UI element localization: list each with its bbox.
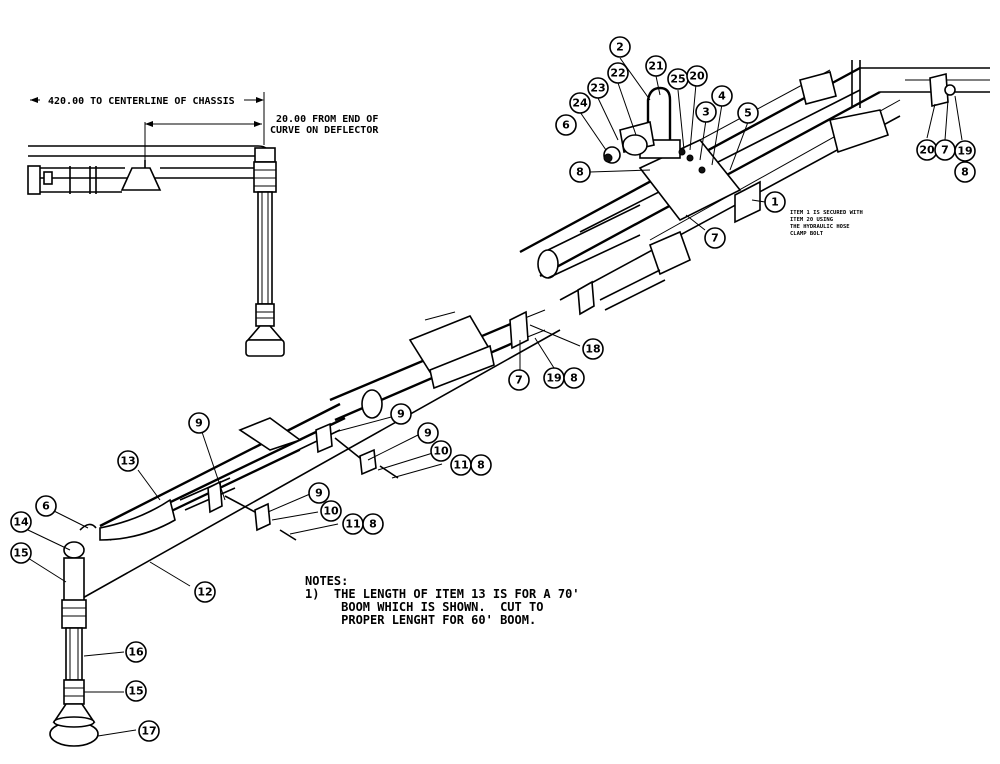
callout-7: 7 (934, 139, 956, 161)
svg-text:11: 11 (453, 459, 468, 472)
callout-14: 14 (10, 511, 32, 533)
svg-text:5: 5 (744, 107, 752, 120)
notes-block: NOTES: 1) THE LENGTH OF ITEM 13 IS FOR A… (305, 575, 580, 627)
callout-11: 11 (342, 513, 364, 535)
callout-2: 2 (609, 36, 631, 58)
callout-9: 9 (308, 482, 330, 504)
svg-text:23: 23 (590, 82, 605, 95)
callout-10: 10 (320, 500, 342, 522)
callout-1: 1 (764, 191, 786, 213)
svg-text:19: 19 (546, 372, 561, 385)
callout-15: 15 (10, 542, 32, 564)
callout-3: 3 (695, 101, 717, 123)
svg-text:4: 4 (718, 90, 726, 103)
callout-10: 10 (430, 440, 452, 462)
callout-20: 20 (916, 139, 938, 161)
callout-4: 4 (711, 85, 733, 107)
svg-text:11: 11 (345, 518, 360, 531)
svg-text:7: 7 (515, 374, 523, 387)
svg-text:9: 9 (195, 417, 203, 430)
callout-19: 19 (954, 140, 976, 162)
svg-text:20: 20 (919, 144, 935, 157)
callout-6: 6 (555, 114, 577, 136)
svg-text:3: 3 (702, 106, 710, 119)
inset-side-view: 420.00 TO CENTERLINE OF CHASSIS 20.00 FR… (27, 92, 379, 357)
svg-text:2: 2 (616, 41, 624, 54)
svg-text:19: 19 (957, 145, 972, 158)
item-note-line4: CLAMP BOLT (790, 231, 824, 237)
svg-text:21: 21 (648, 60, 663, 73)
svg-text:8: 8 (477, 459, 485, 472)
callout-5: 5 (737, 102, 759, 124)
callout-24: 24 (569, 92, 591, 114)
callout-18: 18 (582, 338, 604, 360)
callout-23: 23 (587, 77, 609, 99)
svg-text:8: 8 (961, 166, 969, 179)
item-note-line3: THE HYDRAULIC HOSE (790, 224, 850, 230)
callout-7: 7 (704, 227, 726, 249)
callout-20: 20 (686, 65, 708, 87)
svg-text:6: 6 (562, 119, 570, 132)
svg-text:15: 15 (13, 547, 28, 560)
notes-line1: 1) THE LENGTH OF ITEM 13 IS FOR A 70' (305, 587, 580, 601)
callouts: 2 21 22 23 25 20 24 6 3 4 5 8 1 7 20 7 1… (10, 36, 976, 742)
callout-22: 22 (607, 62, 629, 84)
item-1-note: ITEM 1 IS SECURED WITH ITEM 20 USING THE… (790, 210, 863, 237)
callout-8: 8 (470, 454, 492, 476)
svg-text:20: 20 (689, 70, 705, 83)
callout-6: 6 (35, 495, 57, 517)
svg-text:8: 8 (576, 166, 584, 179)
callout-8: 8 (569, 161, 591, 183)
notes-line2: BOOM WHICH IS SHOWN. CUT TO (305, 600, 544, 614)
svg-text:10: 10 (433, 445, 449, 458)
leader-lines (27, 57, 963, 737)
notes-line3: PROPER LENGHT FOR 60' BOOM. (305, 613, 537, 627)
svg-text:14: 14 (13, 516, 29, 529)
svg-text:25: 25 (670, 73, 685, 86)
svg-text:22: 22 (610, 67, 625, 80)
svg-text:6: 6 (42, 500, 50, 513)
dimension-curve-line1: 20.00 FROM END OF (276, 114, 378, 125)
callout-16: 16 (125, 641, 147, 663)
svg-text:8: 8 (369, 518, 377, 531)
svg-text:18: 18 (585, 343, 600, 356)
svg-text:15: 15 (128, 685, 143, 698)
callout-17: 17 (138, 720, 160, 742)
boom-assembly (49, 60, 990, 747)
callout-11: 11 (450, 454, 472, 476)
item-note-line1: ITEM 1 IS SECURED WITH (790, 210, 863, 216)
svg-text:7: 7 (941, 144, 949, 157)
svg-text:9: 9 (315, 487, 323, 500)
item-note-line2: ITEM 20 USING (790, 217, 834, 223)
svg-text:13: 13 (120, 455, 135, 468)
callout-7: 7 (508, 369, 530, 391)
callout-15: 15 (125, 680, 147, 702)
svg-text:9: 9 (424, 427, 432, 440)
svg-text:12: 12 (197, 586, 212, 599)
svg-text:17: 17 (141, 725, 156, 738)
callout-12: 12 (194, 581, 216, 603)
svg-text:8: 8 (570, 372, 578, 385)
callout-8: 8 (362, 513, 384, 535)
svg-text:1: 1 (771, 196, 779, 209)
svg-text:7: 7 (711, 232, 719, 245)
callout-21: 21 (645, 55, 667, 77)
svg-text:9: 9 (397, 408, 405, 421)
callout-9: 9 (188, 412, 210, 434)
callout-8: 8 (563, 367, 585, 389)
svg-text:16: 16 (128, 646, 144, 659)
callout-9: 9 (390, 403, 412, 425)
callout-8: 8 (954, 161, 976, 183)
callout-13: 13 (117, 450, 139, 472)
dimension-centerline: 420.00 TO CENTERLINE OF CHASSIS (48, 96, 235, 107)
svg-text:24: 24 (572, 97, 588, 110)
callout-25: 25 (667, 68, 689, 90)
callout-9: 9 (417, 422, 439, 444)
notes-heading: NOTES: (305, 574, 349, 588)
svg-text:10: 10 (323, 505, 339, 518)
dimension-curve-line2: CURVE ON DEFLECTOR (270, 125, 379, 136)
callout-19: 19 (543, 367, 565, 389)
